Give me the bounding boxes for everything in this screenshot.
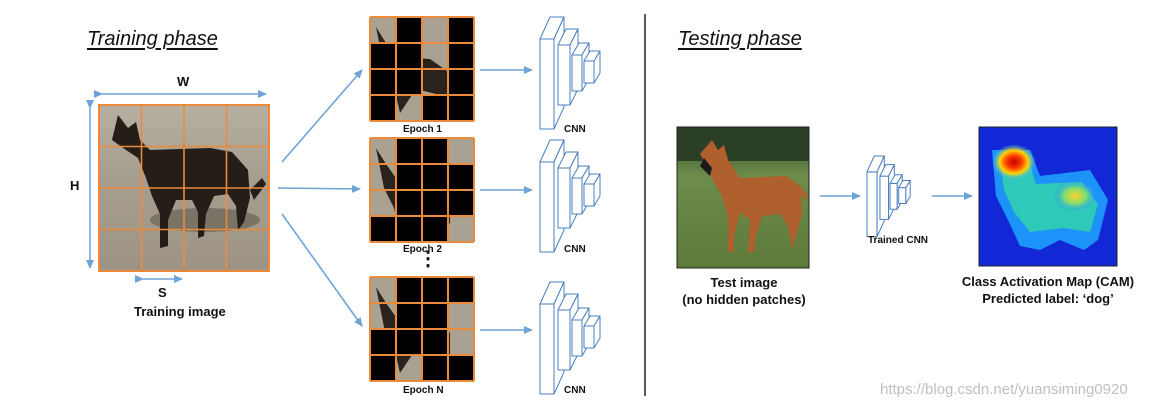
hidden-patch — [370, 329, 396, 355]
hidden-patch — [448, 17, 474, 43]
cnn-layer — [584, 184, 594, 206]
cnn-layer — [540, 162, 554, 252]
cnn-icon-1 — [540, 17, 600, 129]
cnn-label-1: CNN — [564, 124, 586, 135]
hidden-patch — [422, 164, 448, 190]
cnn-icon-2 — [540, 140, 600, 252]
cnn-layer — [572, 55, 582, 91]
cnn-layer — [540, 304, 554, 394]
cnn-layer — [880, 176, 889, 219]
testing-phase-title: Testing phase — [678, 28, 802, 51]
height-label: H — [70, 178, 79, 193]
hidden-patch — [396, 303, 422, 329]
hidden-patch — [422, 190, 448, 216]
hidden-patch — [370, 43, 396, 69]
hidden-patch — [396, 164, 422, 190]
cnn-layer — [867, 172, 877, 237]
training-image — [99, 105, 269, 271]
hidden-patch — [448, 43, 474, 69]
hidden-patch — [422, 355, 448, 381]
epoch-arrows — [278, 70, 362, 326]
stride-label: S — [158, 285, 167, 300]
epoch-label-n: Epoch N — [403, 385, 444, 396]
width-label: W — [177, 74, 189, 89]
hidden-patch — [396, 69, 422, 95]
cam-heatmap — [979, 127, 1117, 266]
cnn-layer — [890, 183, 897, 209]
hidden-patch — [448, 277, 474, 303]
hidden-patch — [396, 329, 422, 355]
epoch-grid-1 — [370, 17, 474, 121]
hidden-patch — [448, 190, 474, 216]
cnn-layer — [584, 326, 594, 348]
training-phase-title: Training phase — [87, 28, 218, 51]
hidden-patch — [370, 69, 396, 95]
cnn-icon-n — [540, 282, 600, 394]
test-image — [677, 127, 809, 268]
cnn-layer — [572, 320, 582, 356]
epoch-grids — [370, 17, 474, 381]
hidden-patch — [448, 95, 474, 121]
training-image-caption: Training image — [134, 304, 226, 319]
cnn-arrows — [480, 70, 532, 330]
hidden-patch — [370, 95, 396, 121]
hidden-patch — [396, 17, 422, 43]
hidden-patch — [396, 138, 422, 164]
epoch-ellipsis: ⋮ — [418, 249, 438, 269]
cnn-layer — [572, 178, 582, 214]
cnn-layer — [558, 310, 570, 370]
hidden-patch — [448, 69, 474, 95]
cnn-layer — [558, 168, 570, 228]
cnn-layer — [584, 61, 594, 83]
hidden-patch — [422, 216, 448, 242]
cnn-layer — [899, 188, 906, 204]
epoch-grid-2 — [370, 138, 474, 242]
hidden-patch — [448, 164, 474, 190]
hidden-patch — [396, 277, 422, 303]
hidden-patch — [422, 138, 448, 164]
hidden-patch — [448, 355, 474, 381]
test-image-caption: Test image (no hidden patches) — [662, 274, 826, 308]
watermark: https://blog.csdn.net/yuansiming0920 — [880, 381, 1128, 398]
hidden-patch — [396, 190, 422, 216]
cam-caption: Class Activation Map (CAM) Predicted lab… — [948, 273, 1148, 307]
cnn-layer — [558, 45, 570, 105]
hidden-patch — [422, 329, 448, 355]
hidden-patch — [422, 303, 448, 329]
hidden-patch — [422, 95, 448, 121]
cnn-label-2: CNN — [564, 244, 586, 255]
epoch-grid-3 — [370, 277, 474, 381]
cnn-layer — [540, 39, 554, 129]
trained-cnn-icon — [867, 156, 910, 237]
hidden-patch — [422, 277, 448, 303]
epoch-label-1: Epoch 1 — [403, 124, 442, 135]
hidden-patch — [396, 216, 422, 242]
cnn-label-n: CNN — [564, 385, 586, 396]
hidden-patch — [370, 355, 396, 381]
trained-cnn-label: Trained CNN — [868, 235, 928, 246]
hidden-patch — [396, 43, 422, 69]
hidden-patch — [370, 216, 396, 242]
